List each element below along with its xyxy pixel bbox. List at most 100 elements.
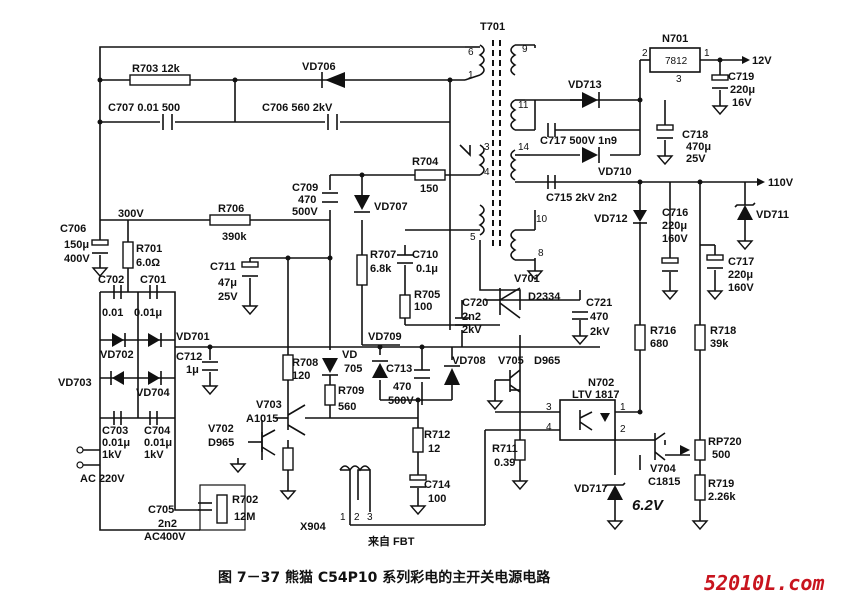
pin-10: 10 [536,214,548,225]
resistor-r701 [122,241,134,269]
semiconductors [248,47,701,461]
label-c718-value1: 470μ [686,141,711,153]
label-vd712: VD712 [594,213,628,225]
label-r708: R708 [292,357,318,369]
label-c704-value1: 0.01μ [144,437,172,449]
label-c716-value2: 160V [662,233,688,245]
label-r703: R703 12k [132,63,181,75]
label-c714: C714 [424,479,451,491]
label-12v: 12V [752,55,772,67]
label-c716: C716 [662,207,688,219]
diode-vd704 [148,371,162,385]
x904-pin-2: 2 [354,512,360,523]
label-c706: C706 [60,223,86,235]
label-vd717-value: 6.2V [632,497,665,514]
label-c702: C702 [98,274,124,286]
label-r711-value: 0.39 [494,457,515,469]
label-c717b-value1: 220μ [728,269,753,281]
label-r702-value: 12M [234,511,255,523]
resistor-v702-base [282,447,294,471]
label-vd711: VD711 [756,209,789,221]
label-r707: R707 [370,249,396,261]
label-r718: R718 [710,325,736,337]
transistor-v704 [654,432,666,461]
label-v704: V704 [650,463,677,475]
label-c711: C711 [210,261,236,273]
capacitor-c705 [198,502,212,511]
label-vd703: VD703 [58,377,92,389]
capacitor-c706-snubber [327,114,338,130]
capacitor-c711 [241,261,259,277]
capacitor-c713 [414,369,430,379]
capacitor-c721 [572,311,588,320]
label-c721-value2: 2kV [590,326,610,338]
label-r705: R705 [414,289,440,301]
resistor-r719 [694,474,706,501]
optocoupler-n702 [559,399,616,441]
transistor-v701 [485,287,521,319]
capacitor-c706-main [91,239,109,254]
label-c719-value2: 16V [732,97,752,109]
label-c707: C707 0.01 500 [108,102,180,114]
label-c706-snubber: C706 560 2kV [262,102,333,114]
diode-vd708 [444,365,460,385]
label-r706: R706 [218,203,244,215]
label-c720: C720 [462,297,488,309]
label-c705-value2: AC400V [144,531,186,543]
label-vd702: VD702 [100,349,134,361]
transistor-v703 [275,404,306,436]
label-c717: C717 500V 1n9 [540,135,617,147]
label-vd717: VD717 [574,483,608,495]
capacitor-c714 [409,474,427,488]
label-r701: R701 [136,243,162,255]
label-c711-value2: 25V [218,291,238,303]
label-c717b: C717 [728,256,754,268]
figure-caption: 图 7－37 熊猫 C54P10 系列彩电的主开关电源电路 [218,569,551,586]
opto-pin-1: 1 [620,402,626,413]
label-n702: N702 [588,377,614,389]
capacitor-c717 [547,123,556,137]
capacitor-c702 [113,285,122,299]
label-n701-ic: 7812 [665,56,688,67]
resistor-r705 [399,294,411,319]
label-ac220: AC 220V [80,473,125,485]
label-c712-value: 1μ [186,364,199,376]
capacitor-c717b [706,254,724,269]
pin-6: 6 [468,47,474,58]
label-c709-value2: 500V [292,206,318,218]
label-c720-value2: 2kV [462,324,482,336]
label-c721: C721 [586,297,612,309]
label-v701-type: D2334 [528,291,561,303]
label-t701: T701 [480,21,505,33]
x904-pin-3: 3 [367,512,373,523]
junction-dots [76,57,723,469]
resistor-r716 [634,324,646,351]
wires [80,45,760,531]
label-r707-value: 6.8k [370,263,392,275]
label-vd707: VD707 [374,201,408,213]
diode-vd717 [604,482,626,500]
label-vd705: VD [342,349,357,361]
capacitor-c719 [711,74,729,89]
fbt-coil [339,465,371,472]
label-c713: C713 [386,363,412,375]
label-r716-value: 680 [650,338,668,350]
diode-vd703 [110,371,124,385]
diode-vd709 [372,360,388,378]
label-v701: V701 [514,273,540,285]
label-c712: C712 [176,351,202,363]
diode-vd711 [734,202,756,220]
resistor-r718 [694,324,706,351]
label-300v: 300V [118,208,144,220]
capacitor-c710 [397,254,413,264]
label-c703-value1: 0.01μ [102,437,130,449]
label-r708-value: 120 [292,370,310,382]
label-c710: C710 [412,249,438,261]
label-c719-value1: 220μ [730,84,755,96]
resistor-r709 [324,384,336,406]
resistor-r707 [356,254,368,286]
label-c718-value2: 25V [686,153,706,165]
label-vd706: VD706 [302,61,336,73]
opto-pin-3: 3 [546,402,552,413]
